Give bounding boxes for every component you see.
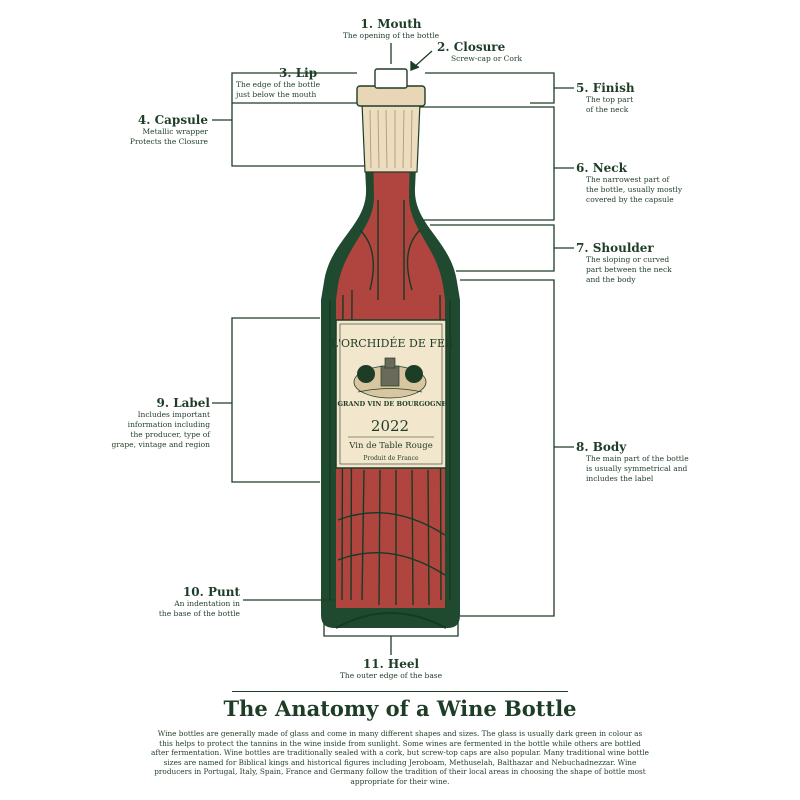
callout-neck-desc: The narrowest part of the bottle, usuall… — [586, 175, 683, 204]
title-divider — [232, 691, 568, 692]
callout-mouth-desc: The opening of the bottle — [342, 31, 440, 40]
label-vintage: 2022 — [371, 417, 409, 435]
callout-punt-desc: An indentation in the base of the bottle — [158, 599, 240, 618]
label-producer: L'ORCHIDÉE DE FER — [331, 336, 454, 350]
callout-finish: 5. Finish The top part of the neck — [576, 81, 696, 115]
callout-body: 8. Body The main part of the bottle is u… — [576, 440, 716, 484]
callout-mouth-title: 1. Mouth — [360, 17, 422, 31]
callout-shoulder-title: 7. Shoulder — [576, 241, 654, 255]
callout-heel-title: 11. Heel — [362, 657, 420, 671]
callout-closure-desc: Screw-cap or Cork — [451, 54, 523, 63]
callout-body-desc: The main part of the bottle is usually s… — [586, 454, 689, 483]
label-appellation: GRAND VIN DE BOURGOGNE — [338, 400, 447, 408]
closure-shape — [374, 68, 408, 89]
callout-lines — [212, 43, 574, 655]
callout-body-title: 8. Body — [576, 440, 627, 454]
callout-lip-title: 3. Lip — [279, 66, 318, 80]
callout-label-desc: Includes important information including… — [111, 410, 211, 449]
callout-capsule-desc: Metallic wrapper Protects the Closure — [129, 127, 208, 146]
callout-closure: 2. Closure Screw-cap or Cork — [437, 40, 557, 64]
callout-label: 9. Label Includes important information … — [100, 396, 211, 450]
callout-label-title: 9. Label — [156, 396, 210, 410]
callout-capsule-title: 4. Capsule — [137, 113, 208, 127]
callout-neck-title: 6. Neck — [576, 161, 627, 175]
description-paragraph: Wine bottles are generally made of glass… — [151, 729, 649, 786]
callout-heel-desc: The outer edge of the base — [339, 671, 443, 680]
punt-shape — [335, 612, 447, 629]
callout-finish-desc: The top part of the neck — [586, 95, 634, 114]
callout-capsule: 4. Capsule Metallic wrapper Protects the… — [110, 113, 208, 147]
label-wine-type: Vin de Table Rouge — [348, 441, 433, 451]
wine-bottle: L'ORCHIDÉE DE FER GRAND VIN DE BOURGOGNE… — [321, 68, 460, 629]
callout-lip-desc: The edge of the bottle just below the mo… — [236, 80, 321, 99]
callout-closure-title: 2. Closure — [437, 40, 506, 54]
page-title: The Anatomy of a Wine Bottle — [223, 696, 577, 721]
lip-shape — [356, 85, 426, 107]
callout-finish-title: 5. Finish — [576, 81, 635, 95]
label-origin: Produit de France — [363, 455, 419, 462]
callout-neck: 6. Neck The narrowest part of the bottle… — [576, 161, 706, 205]
callout-punt: 10. Punt An indentation in the base of t… — [140, 585, 240, 619]
callout-lip: 3. Lip The edge of the bottle just below… — [236, 66, 346, 100]
callout-mouth: 1. Mouth The opening of the bottle — [330, 17, 452, 41]
label-chateau-illustration — [353, 357, 427, 399]
callout-shoulder-desc: The sloping or curved part between the n… — [586, 255, 672, 284]
callout-shoulder: 7. Shoulder The sloping or curved part b… — [576, 241, 706, 285]
callout-heel: 11. Heel The outer edge of the base — [321, 657, 461, 681]
callout-punt-title: 10. Punt — [182, 585, 240, 599]
